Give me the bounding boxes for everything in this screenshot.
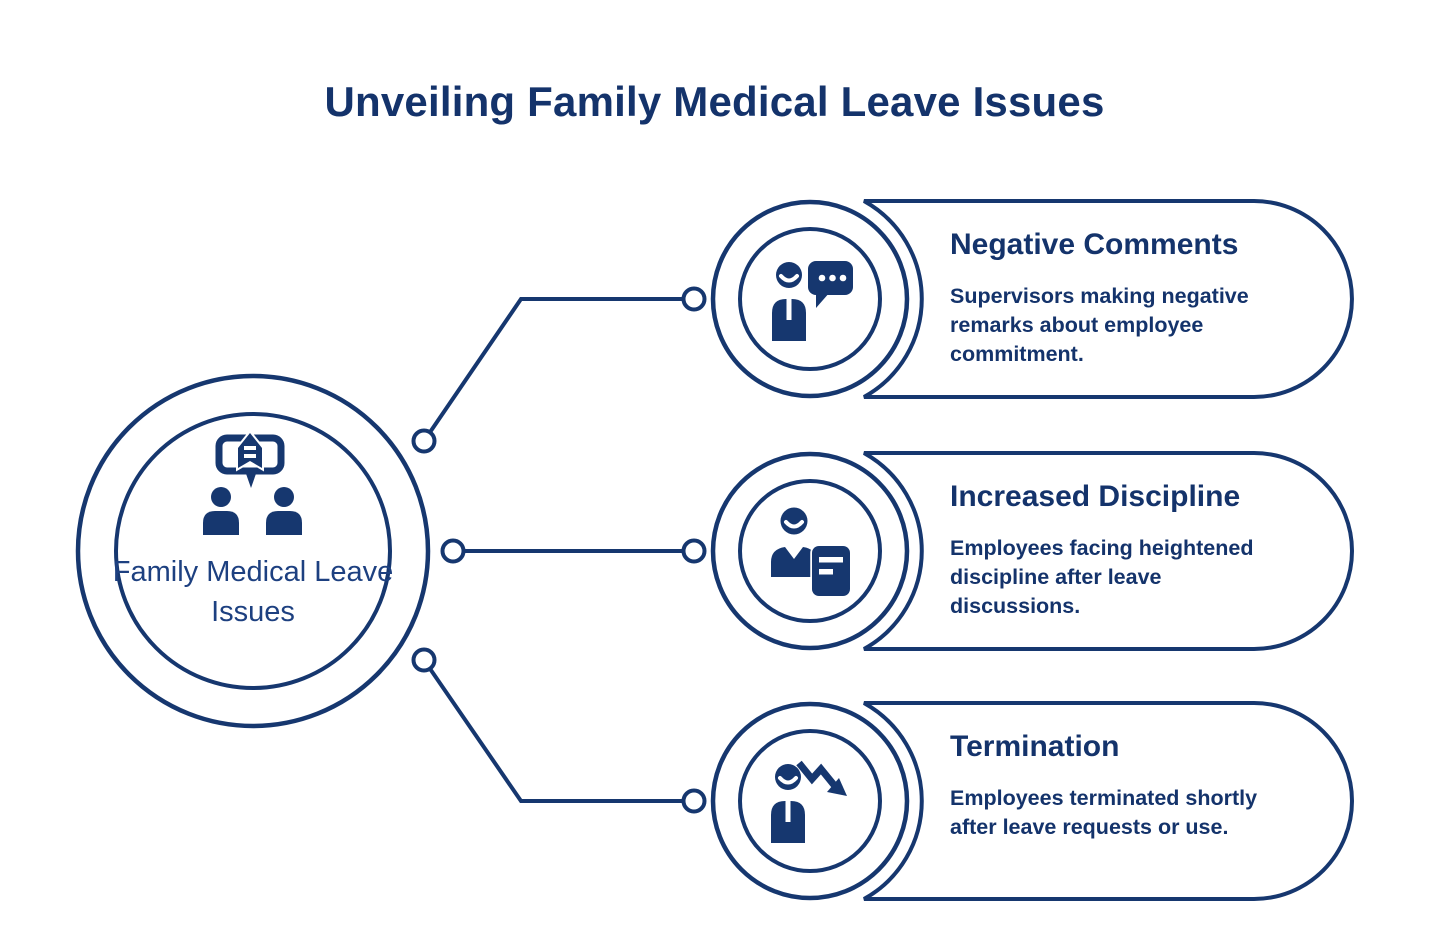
- branch-inner-ring: [738, 729, 882, 873]
- card-outline: [856, 701, 1354, 901]
- center-inner-ring: [114, 412, 392, 690]
- card-description-negative-comments: Supervisors making negative remarks abou…: [950, 284, 1249, 366]
- branch-inner-ring: [738, 479, 882, 623]
- person-decline-arrow-icon: [771, 760, 847, 843]
- branch-outer-ring: [710, 199, 910, 399]
- card-title-increased-discipline: Increased Discipline: [950, 480, 1241, 513]
- conversation-people-icon: [203, 429, 302, 535]
- card-outline: [856, 451, 1354, 651]
- center-node: [75, 373, 431, 729]
- person-report-icon: [771, 507, 852, 598]
- card-title-termination: Termination: [950, 730, 1120, 763]
- card-description-termination: Employees terminated shortly after leave…: [950, 786, 1258, 839]
- card-termination-text: Termination Employees terminated shortly…: [950, 730, 1286, 842]
- branch-card-negative-comments: [710, 199, 1354, 399]
- card-increased-discipline-text: Increased Discipline Employees facing he…: [950, 480, 1286, 621]
- connector-endpoint-dots: [411, 286, 707, 814]
- branch-card-increased-discipline: [710, 451, 1354, 651]
- connector-bottom: [422, 658, 684, 803]
- card-outline: [856, 199, 1354, 399]
- center-outer-ring: [75, 373, 431, 729]
- person-speech-bubble-icon: [772, 261, 853, 341]
- center-node-label: Family Medical Leave Issues: [112, 556, 394, 628]
- card-description-increased-discipline: Employees facing heightened discipline a…: [950, 536, 1254, 618]
- branch-inner-ring: [738, 227, 882, 371]
- card-title-negative-comments: Negative Comments: [950, 228, 1239, 261]
- card-negative-comments-text: Negative Comments Supervisors making neg…: [950, 228, 1286, 369]
- branch-card-termination: [710, 701, 1354, 901]
- connector-top: [422, 297, 684, 443]
- page-title: Unveiling Family Medical Leave Issues: [324, 78, 1105, 125]
- branch-outer-ring: [710, 701, 910, 901]
